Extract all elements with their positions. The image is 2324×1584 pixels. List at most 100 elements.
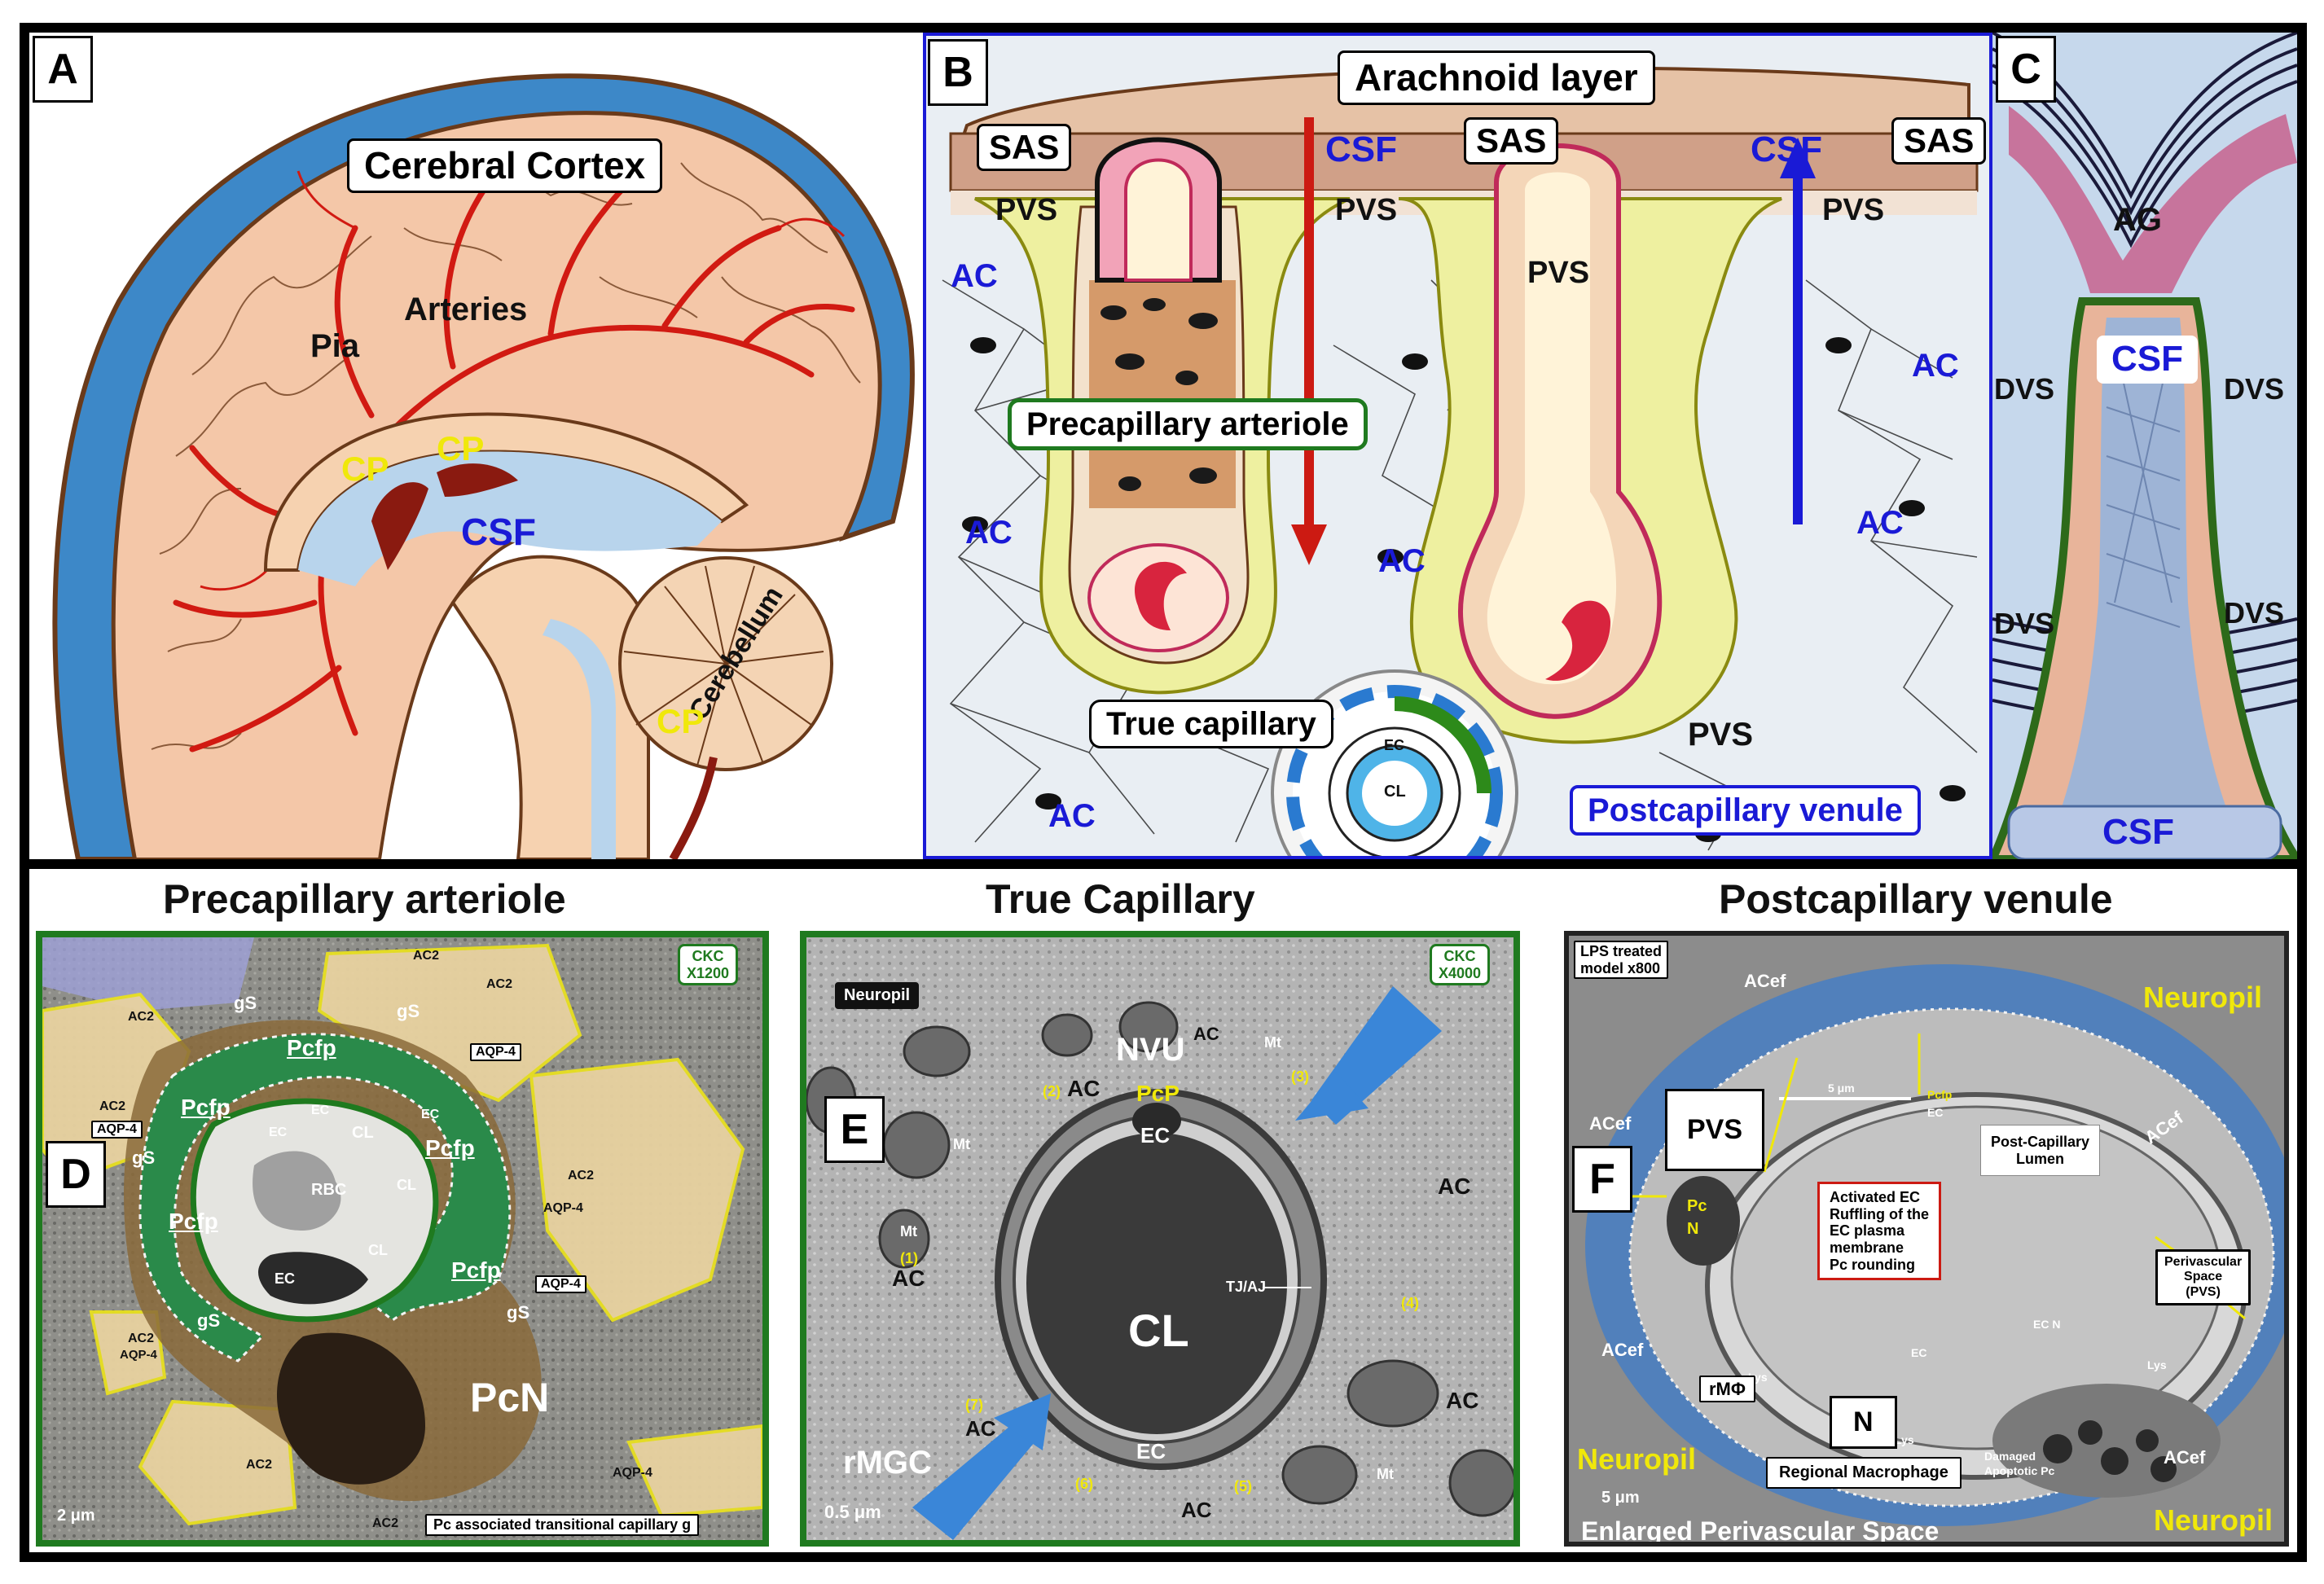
panel-letter-e: E xyxy=(824,1096,885,1163)
arteries-label: Arteries xyxy=(404,292,528,327)
ec-label-d-2: EC xyxy=(269,1125,288,1139)
panel-d: CKC X1200 D RBC CL CL CL EC EC EC EC Pcf… xyxy=(36,931,769,1547)
panel-e: Neuropil CKC X4000 E NVU PcP EC EC CL TJ… xyxy=(800,931,1520,1547)
pcfp-label-5: Pcfp xyxy=(451,1257,501,1283)
gs-label-4: gS xyxy=(197,1310,221,1331)
pcfp-label-2: Pcfp xyxy=(181,1095,231,1120)
arachnoid-layer-label: Arachnoid layer xyxy=(1338,50,1655,105)
dvs-label-1: DVS xyxy=(1994,372,2055,406)
ec-label-d-3: EC xyxy=(421,1108,440,1121)
dvs-label-2: DVS xyxy=(2224,372,2285,406)
badge-e-line1: CKC xyxy=(1443,948,1476,964)
num-label-5: (5) xyxy=(1234,1478,1252,1494)
caption-d: Pc associated transitional capillary g xyxy=(425,1514,700,1536)
panel-c: C AG CSF DVS DVS DVS DVS CSF xyxy=(1992,33,2297,859)
pcp-label: PcP xyxy=(1136,1081,1180,1106)
scale-bar-f-top: 5 μm xyxy=(1828,1082,1855,1095)
aqp-label-6: AQP-4 xyxy=(613,1466,652,1480)
ag-label: AG xyxy=(2113,202,2162,238)
aqp-label-1: AQP-4 xyxy=(470,1043,521,1062)
pvs-label-5: PVS xyxy=(1688,717,1754,753)
scale-bar-d: 2 μm xyxy=(57,1507,95,1525)
pcfp-label-3: Pcfp xyxy=(425,1135,475,1161)
ac-label-e-7: AC xyxy=(1181,1498,1212,1522)
badge-e-line2: X4000 xyxy=(1439,964,1482,981)
postcapillary-venule-label: Postcapillary venule xyxy=(1570,785,1921,836)
ac-label-b-5: AC xyxy=(1856,505,1904,541)
ac2-label-5: AC2 xyxy=(568,1169,595,1183)
ec-label-f-1: EC xyxy=(1927,1106,1944,1119)
n-label-f: N xyxy=(1830,1396,1897,1450)
ec-bottom-label-e: EC xyxy=(1136,1439,1166,1463)
num-label-4: (4) xyxy=(1401,1295,1419,1311)
tjaj-label: TJ/AJ xyxy=(1226,1279,1267,1295)
ac-label-e-1: AC xyxy=(1193,1024,1219,1044)
pvs-label-4: PVS xyxy=(1822,193,1885,227)
cl-label-d-2: CL xyxy=(368,1242,388,1258)
panel-a: A Cerebral Cortex Pia Arteries CP CP CSF… xyxy=(29,33,923,859)
brain-sagittal-illustration xyxy=(52,73,915,859)
perivascular-space-illustration xyxy=(942,66,1979,856)
panel-letter-a: A xyxy=(33,36,93,103)
panel-e-heading: True Capillary xyxy=(986,876,1255,922)
mt-label-2: Mt xyxy=(953,1136,970,1152)
precapillary-arteriole-label: Precapillary arteriole xyxy=(1008,398,1368,450)
csf-label: CSF xyxy=(461,511,536,553)
panel-letter-d: D xyxy=(46,1141,106,1208)
panel-f: LPS treated model x800 Neuropil Neuropil… xyxy=(1564,931,2289,1547)
dvs-label-3: DVS xyxy=(1994,607,2055,640)
pvs-label-3: PVS xyxy=(1527,256,1590,290)
gs-label-3: gS xyxy=(132,1147,156,1168)
badge-d-line1: CKC xyxy=(692,948,724,964)
pc-n-label: Pc N xyxy=(1687,1197,1707,1238)
lys-label-3: Lys xyxy=(1895,1433,1914,1446)
gs-label-1: gS xyxy=(234,993,257,1013)
ac-label-b-3: AC xyxy=(1378,543,1426,579)
activated-ec-label: Activated EC Ruffling of the EC plasma m… xyxy=(1817,1182,1941,1281)
pcfp-label-1: Pcfp xyxy=(287,1035,336,1060)
ac2-label-7: AC2 xyxy=(246,1458,273,1472)
neuropil-label-f-2: Neuropil xyxy=(1577,1442,1697,1476)
true-capillary-micrograph xyxy=(806,937,1513,1540)
badge-d-line2: X1200 xyxy=(687,964,730,981)
scale-bar-e: 0.5 μm xyxy=(824,1502,881,1522)
pvs-label-f: PVS xyxy=(1665,1089,1765,1172)
mt-label-1: Mt xyxy=(1264,1034,1281,1051)
enlarged-pvs-caption: Enlarged Perivascular Space xyxy=(1581,1516,1940,1546)
panel-f-heading: Postcapillary venule xyxy=(1719,876,2113,922)
scale-bar-f-bottom: 5 μm xyxy=(1601,1489,1640,1507)
aqp-label-3: AQP-4 xyxy=(543,1201,583,1215)
sas-label-2: SAS xyxy=(1464,117,1559,165)
gs-label-2: gS xyxy=(397,1001,420,1021)
ac2-label-8: AC2 xyxy=(372,1516,399,1530)
rbc-label: RBC xyxy=(311,1181,347,1199)
neuropil-label-f-3: Neuropil xyxy=(2154,1503,2273,1537)
cerebral-cortex-label: Cerebral Cortex xyxy=(347,138,663,193)
pcfp-label-4: Pcfp xyxy=(169,1209,218,1234)
mt-label-3: Mt xyxy=(900,1223,917,1240)
perivascular-space-box: Perivascular Space (PVS) xyxy=(2155,1249,2252,1306)
regional-macrophage-label: Regional Macrophage xyxy=(1766,1457,1962,1489)
ec-top-label-e: EC xyxy=(1140,1123,1171,1147)
neuropil-label-e: Neuropil xyxy=(835,982,920,1009)
acef-label-4: ACef xyxy=(1601,1340,1644,1360)
arachnoid-granulation-illustration xyxy=(1992,33,2297,859)
ac-label-b-6: AC xyxy=(1048,798,1096,834)
pcn-label: PcN xyxy=(470,1375,550,1420)
ac2-label-2: AC2 xyxy=(486,977,513,991)
ac-label-b-4: AC xyxy=(1912,348,1959,384)
ac2-label-1: AC2 xyxy=(413,949,440,963)
damaged-pc-label: Damaged Apoptotic Pc xyxy=(1984,1450,2055,1478)
aqp-label-4: AQP-4 xyxy=(535,1275,586,1294)
nvu-label: NVU xyxy=(1116,1032,1185,1068)
panel-letter-c: C xyxy=(1996,36,2056,103)
sas-label-3: SAS xyxy=(1891,117,1987,165)
ac-label-e-2: AC xyxy=(1067,1076,1100,1101)
num-label-7: (7) xyxy=(965,1397,983,1413)
ac-label-e-3: AC xyxy=(1438,1174,1471,1199)
cl-label-e: CL xyxy=(1128,1305,1189,1356)
num-label-6: (6) xyxy=(1075,1476,1093,1492)
num-label-1: (1) xyxy=(900,1250,918,1266)
ec-label-d-4: EC xyxy=(275,1270,296,1287)
ac2-label-4: AC2 xyxy=(99,1099,126,1113)
